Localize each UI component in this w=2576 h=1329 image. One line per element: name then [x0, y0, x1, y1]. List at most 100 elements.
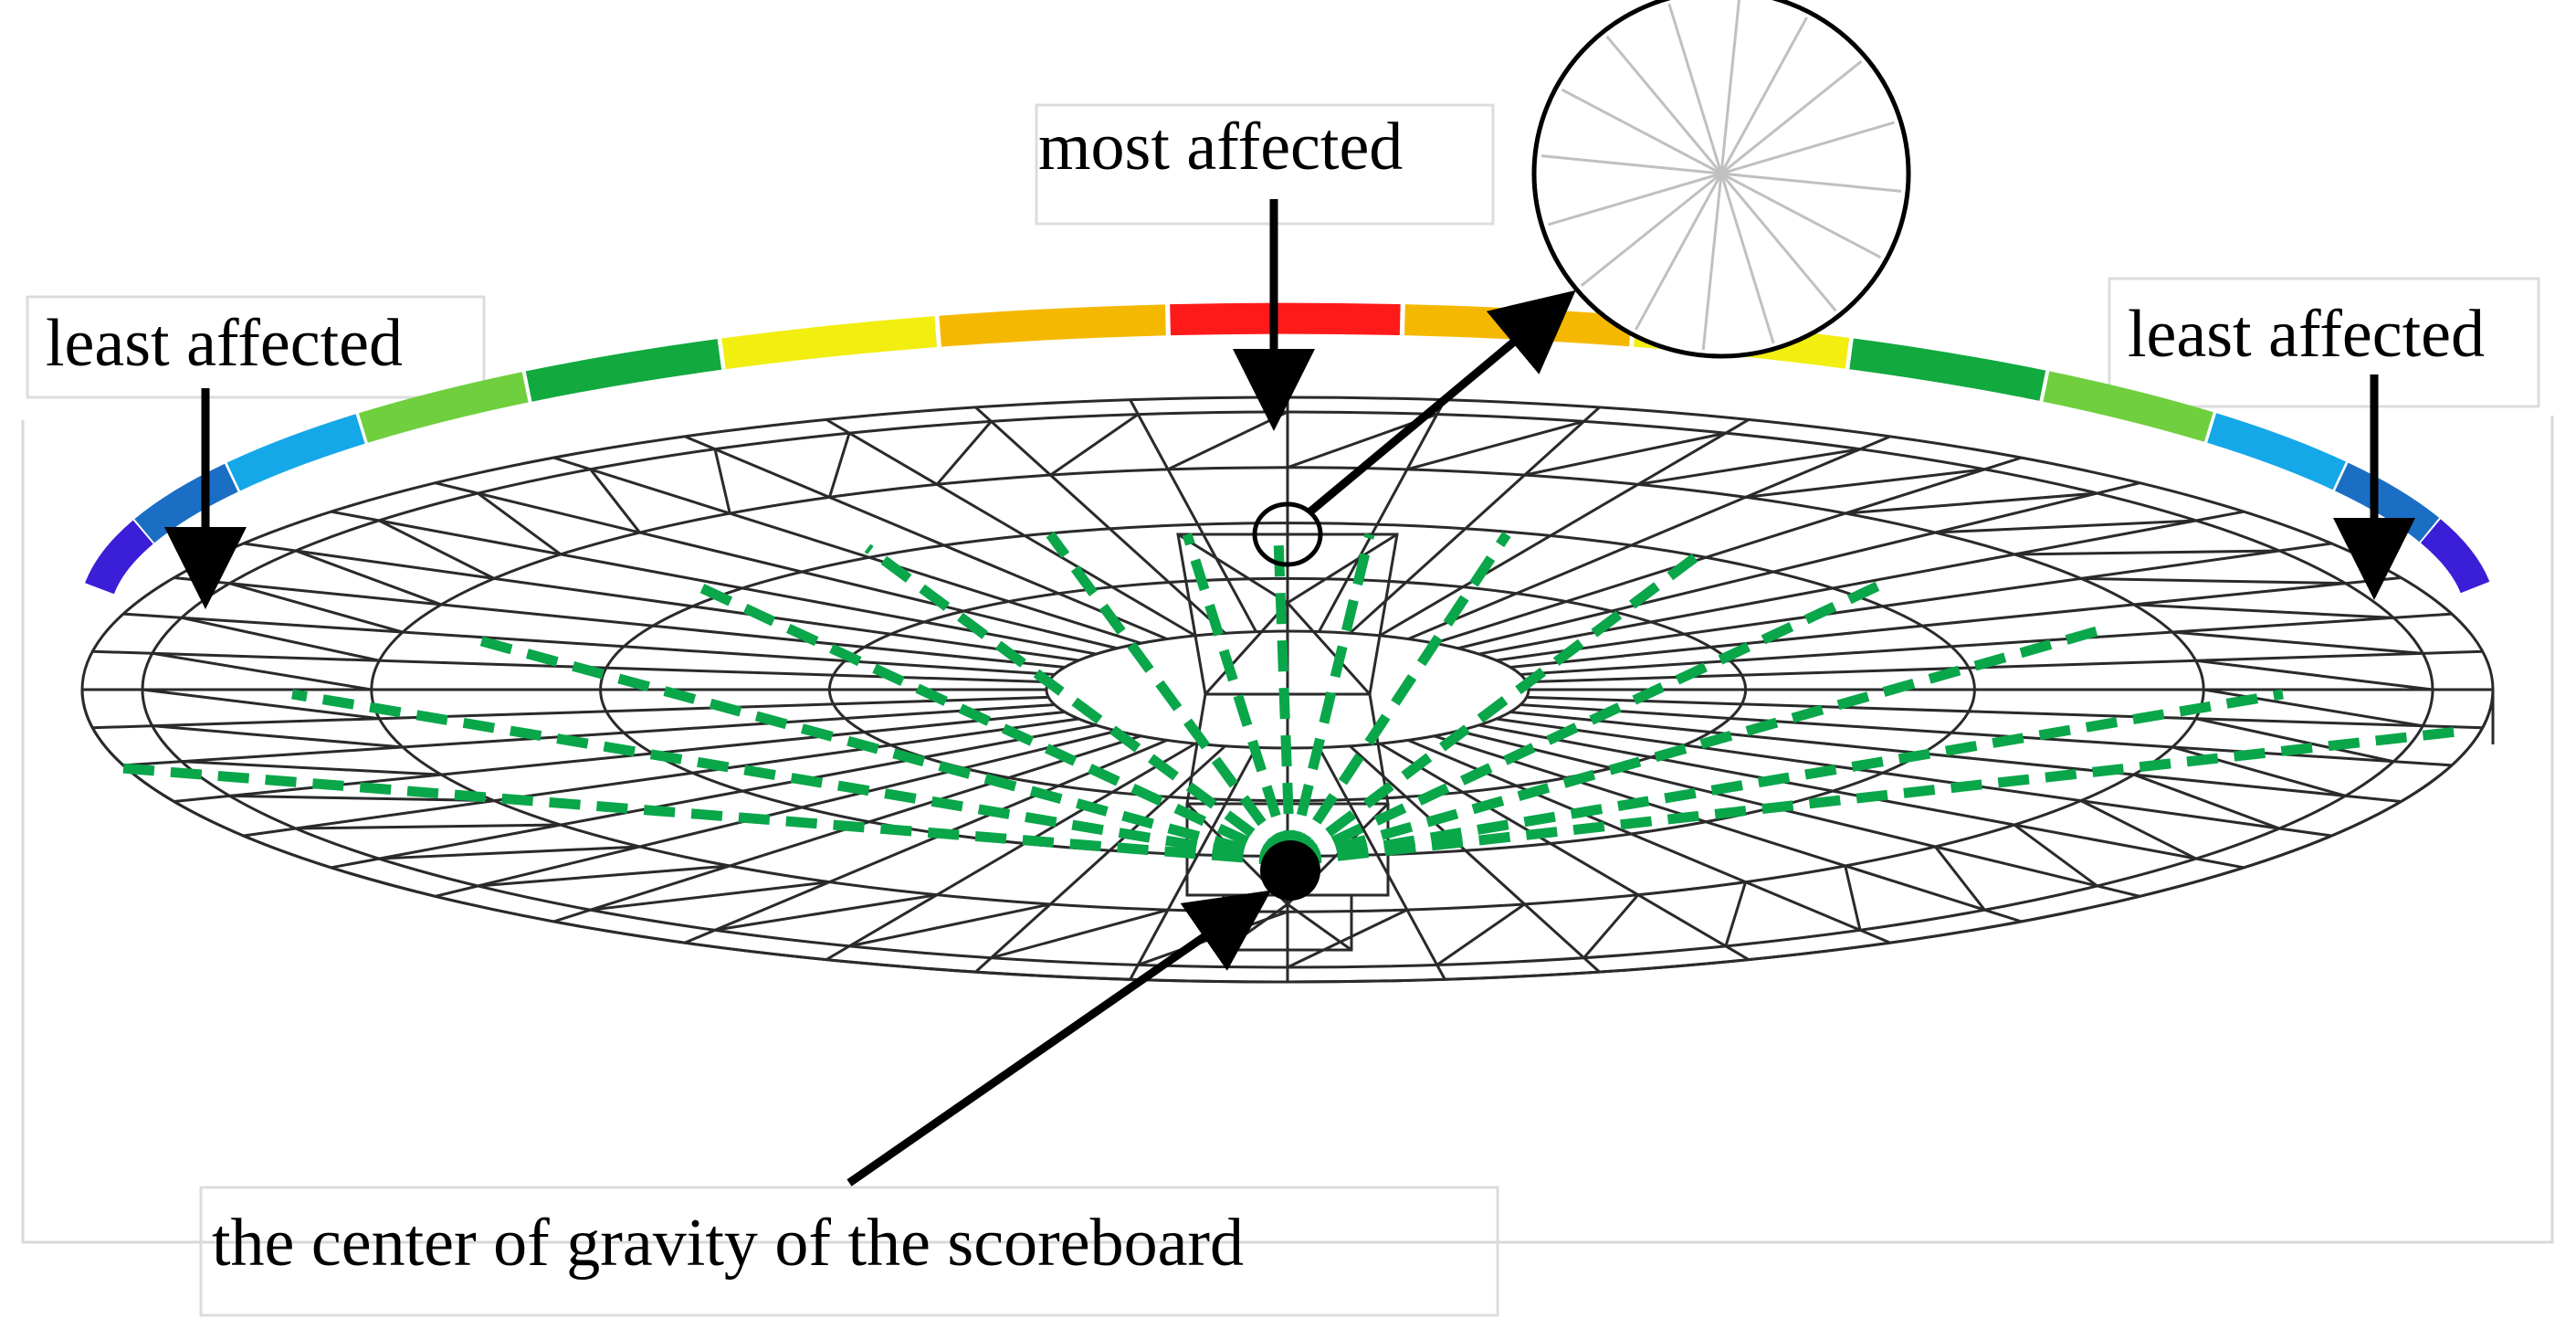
roof-brace [295, 549, 442, 606]
cable [864, 543, 1294, 866]
roof-brace [2013, 823, 2098, 888]
roof-radial [974, 406, 1226, 635]
cable [1286, 531, 1511, 865]
rim-segment [1170, 302, 1401, 336]
frame-lines [21, 416, 2554, 1244]
rim-segment [2334, 462, 2440, 543]
roof-brace [478, 864, 731, 888]
label-boxes [26, 103, 2540, 1317]
roof-brace [2195, 659, 2434, 691]
roof-brace [2080, 576, 2346, 585]
roof-brace [379, 845, 640, 860]
roof-radial [243, 542, 1079, 662]
roof-brace [229, 582, 404, 634]
roof-brace [1287, 908, 1408, 969]
roof-brace [181, 616, 380, 662]
detail-spoke [1635, 173, 1723, 331]
roof-brace [713, 448, 731, 514]
roof-radial [1129, 746, 1257, 980]
roof-radial [1434, 456, 2023, 645]
roof-brace [1637, 448, 1861, 486]
roof-brace [229, 794, 495, 803]
gravity-point [1260, 840, 1320, 901]
roof-radial [1318, 399, 1446, 633]
detail-spoke [1720, 172, 1902, 193]
rim-segment [525, 339, 722, 402]
roof-radial [1349, 406, 1601, 635]
roof-radial [1457, 481, 2140, 650]
rim-segment [85, 520, 153, 595]
roof-skirt [80, 689, 2495, 984]
detail-spokes [1540, 0, 1902, 351]
roof-radial [552, 456, 1141, 645]
rim-segment [1849, 338, 2046, 401]
cable [1285, 533, 1375, 863]
detail-spoke [1540, 154, 1722, 175]
roof-brace [848, 902, 1051, 948]
roof-brace [1167, 410, 1288, 471]
roof-radial [243, 717, 1079, 838]
roof-brace [1524, 431, 1727, 477]
roof-radial [1349, 744, 1601, 974]
roof-brace [827, 432, 851, 498]
detail-spoke [1547, 172, 1722, 227]
cable [1273, 538, 1296, 862]
roof-brace [378, 519, 495, 580]
roof-radial [1129, 399, 1257, 633]
detail-spoke [1720, 172, 1882, 259]
roof-radial [1318, 746, 1446, 980]
detail-spoke [1720, 121, 1896, 175]
roof-brace [590, 881, 830, 912]
roof-radial [1519, 703, 2453, 767]
detail-spoke [1701, 173, 1723, 351]
roof-radial [825, 742, 1196, 961]
roof-brace [935, 420, 993, 486]
label-least-affected-right: least affected [2128, 297, 2485, 372]
detail-spoke [1667, 3, 1723, 174]
rim-segment [2207, 413, 2346, 490]
roof-radial [173, 576, 1066, 670]
roof-radial [122, 612, 1056, 676]
detail-callout [1252, 0, 1911, 567]
roof-radial [1496, 542, 2332, 662]
cable [1288, 580, 1884, 866]
roof-radial [974, 744, 1226, 974]
rim-segment [358, 372, 529, 443]
roof-brace [477, 491, 562, 556]
rim-segment [721, 316, 937, 370]
roof-radial [1457, 729, 2140, 898]
cable-lines [109, 531, 2466, 867]
rim-segment [134, 463, 238, 543]
roof-brace [142, 688, 380, 721]
roof-brace [1845, 491, 2098, 515]
detail-spoke [1719, 0, 1740, 174]
arrow-center-of-gravity [846, 890, 1272, 1187]
label-most-affected: most affected [1038, 110, 1403, 185]
arrows [164, 199, 2415, 1187]
roof-radial [92, 695, 1049, 730]
detail-spoke [1719, 16, 1808, 174]
roof-brace [1724, 881, 1748, 947]
roof-radial [1379, 742, 1750, 961]
roof-radial [825, 418, 1196, 638]
cable [1289, 725, 2466, 867]
roof-radial [331, 723, 1097, 870]
roof-brace [1934, 846, 1986, 912]
detail-spoke [1719, 173, 1837, 312]
roof-brace [2203, 688, 2424, 728]
roof-radial [1526, 695, 2483, 730]
cable [691, 580, 1293, 866]
roof-brace [152, 724, 404, 749]
roof-brace [2080, 799, 2197, 860]
roof-brace [2195, 717, 2394, 764]
cable [1046, 531, 1295, 865]
roof-brace [1935, 519, 2196, 534]
roof-radial [1407, 435, 1891, 640]
cable [1289, 689, 2284, 867]
rim-segment [1404, 304, 1632, 347]
rim-segment [939, 304, 1166, 347]
roof-radial [1496, 717, 2332, 838]
roof-brace [589, 468, 641, 533]
roof-brace [1049, 413, 1140, 477]
